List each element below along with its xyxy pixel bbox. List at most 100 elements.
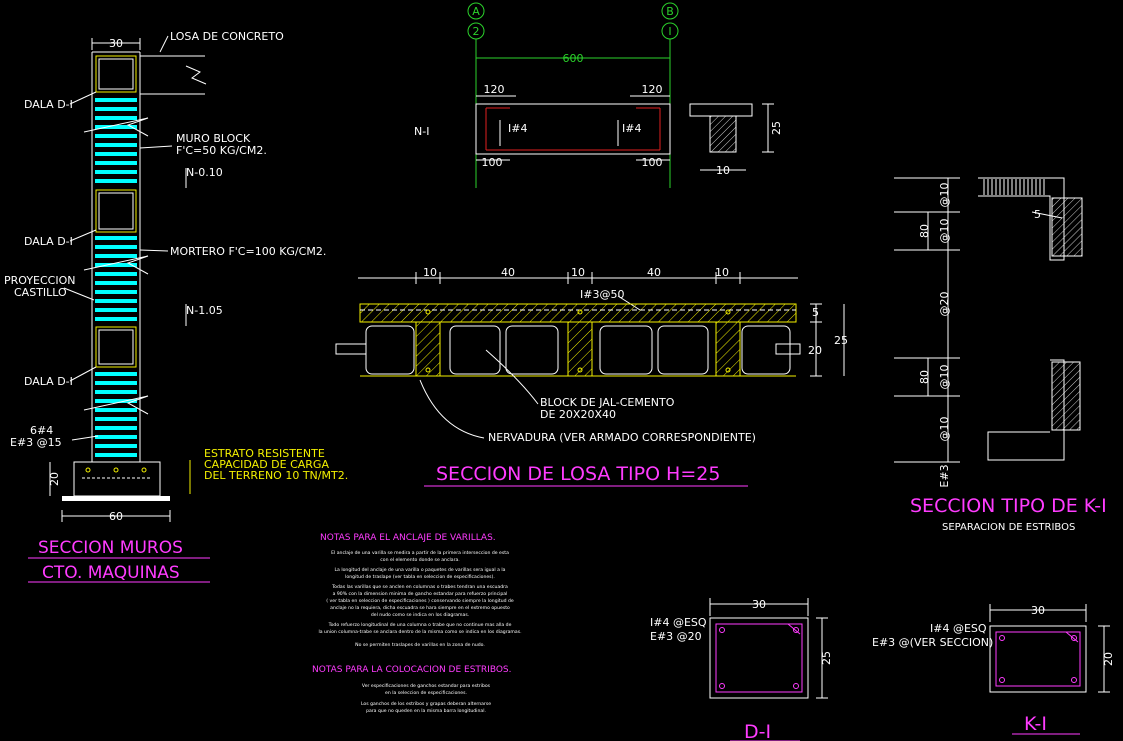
note-2-line-1: La longitud del anclaje de una varilla o… (335, 567, 506, 573)
k1-height: 20 (1102, 652, 1115, 666)
mortar-band (95, 245, 137, 249)
mortar-band (95, 390, 137, 394)
dala-label-2: DALA D-I (24, 235, 73, 248)
dala-label-1: DALA D-I (24, 98, 73, 111)
mortar-band (95, 170, 137, 174)
mortar-band (95, 107, 137, 111)
d1-bars: I#4 @ESQ (650, 616, 707, 629)
k1-s6: @10 (938, 365, 951, 390)
mortar-band (95, 372, 137, 376)
n1-right-bar: I#4 (622, 122, 641, 135)
k1-s3: 80 (918, 224, 931, 238)
k1-s8: E#3 (938, 464, 951, 487)
n1-left-top: 120 (484, 83, 505, 96)
n1-right-top: 120 (642, 83, 663, 96)
slab-bar: I#3@50 (580, 288, 624, 301)
notes-title-1: NOTAS PARA EL ANCLAJE DE VARILLAS. (320, 533, 496, 543)
note-4-line-1: Todo refuerzo longitudinal de una column… (328, 622, 512, 628)
note-3-line-1: Todas las varillas que se anclen en colu… (331, 584, 508, 590)
d1-stirrups: E#3 @20 (650, 630, 702, 643)
d1-detail: 30 25 I#4 @ESQ E#3 @20 D-I (650, 598, 833, 741)
mortar-band (95, 426, 137, 430)
note-3-line-3: ( ver tabla en seleccion de especificaci… (326, 598, 514, 604)
slab-section: 10 40 10 40 10 I#3@50 5 (335, 266, 848, 487)
n1-elevation: A 2 B I 600 120 120 100 100 I#4 I#4 N-I (414, 2, 783, 188)
estrato-label-2: CAPACIDAD DE CARGA (204, 458, 329, 471)
mortar-band (95, 381, 137, 385)
k1-s7: @10 (938, 417, 951, 442)
note-4-line-2: la union columna-trabe se anclara dentro… (318, 629, 521, 635)
block-label-2: DE 20X20X40 (540, 408, 616, 421)
mortar-band (95, 317, 137, 321)
k1-top-stripes (983, 179, 1045, 195)
note-1-line-1: El anclaje de una varilla se medira a pa… (331, 550, 509, 556)
note-2-line-2: longitud de traslape (ver tabla en selec… (345, 574, 495, 580)
n1-label: N-I (414, 125, 429, 138)
mortar-band (95, 435, 137, 439)
mortar-band (95, 152, 137, 156)
block-label-1: BLOCK DE JAL-CEMENTO (540, 396, 675, 409)
d1-title: D-I (744, 721, 771, 741)
proyeccion-label-1: PROYECCION (4, 274, 76, 287)
proyeccion-label-2: CASTILLO (14, 286, 67, 299)
notes-title-2: NOTAS PARA LA COLOCACION DE ESTRIBOS. (312, 665, 512, 675)
walls-title-2: CTO. MAQUINAS (42, 563, 180, 583)
slab-d3: 10 (571, 266, 585, 279)
mortar-band (95, 290, 137, 294)
k1-s1: @10 (938, 183, 951, 208)
mortar-band (95, 134, 137, 138)
mortar-band (95, 299, 137, 303)
k1-section-title: SECCION TIPO DE K-I (910, 495, 1107, 517)
detail-height: 25 (770, 121, 783, 135)
note-6-line-1: Ver especificaciones de ganchos estandar… (362, 683, 491, 689)
mortar-band (95, 125, 137, 129)
notes: NOTAS PARA EL ANCLAJE DE VARILLAS. El an… (312, 533, 522, 714)
mortar-band (95, 254, 137, 258)
note-5-line-1: No se permiten traslapes de varillas en … (355, 642, 485, 648)
n1-right-bottom: 100 (642, 156, 663, 169)
k1-s4: @20 (938, 292, 951, 317)
mortar-band (95, 179, 137, 183)
dim-footing: 20 (48, 472, 61, 486)
dim-bottom: 60 (109, 510, 123, 523)
mortar-bands (95, 98, 137, 457)
mortar-band (95, 444, 137, 448)
slab-dim-ticks (415, 272, 741, 284)
note-3-line-5: del nudo como se indica en los diagramas… (371, 612, 469, 618)
wall-section: 30 LOSA DE CONCRETO 20 60 DALA D-I (4, 30, 348, 583)
note-6-line-2: en la seleccion de especificaciones. (385, 690, 467, 696)
k1-title: K-I (1024, 713, 1047, 735)
slab-d2: 40 (501, 266, 515, 279)
axis-a-bottom: 2 (473, 25, 480, 38)
estrato-label-3: DEL TERRENO 10 TN/MT2. (204, 469, 348, 482)
note-1-line-2: con el elemento donde se anclara. (380, 557, 460, 563)
rebar-label-1: 6#4 (30, 424, 53, 437)
note-7-line-2: para que no queden en la misma barra lon… (366, 708, 486, 714)
d1-height: 25 (820, 651, 833, 665)
k1-bars: I#4 @ESQ (930, 622, 987, 635)
slab-h1: 5 (812, 306, 819, 319)
estrato-label-1: ESTRATO RESISTENTE (204, 447, 325, 460)
axis-b-bottom: I (668, 25, 671, 38)
note-7-line-1: Los ganchos de los estribos y grapas deb… (361, 701, 491, 707)
rebar-label-2: E#3 @15 (10, 436, 62, 449)
k1-stirrup-section: @10 @10 80 @20 80 @10 @10 E#3 5 SECCION … (894, 177, 1107, 533)
mortar-band (95, 161, 137, 165)
mortar-band (95, 417, 137, 421)
slab-d4: 40 (647, 266, 661, 279)
k1-s5: 80 (918, 370, 931, 384)
mortar-band (95, 399, 137, 403)
muro-label-2: F'C=50 KG/CM2. (176, 144, 267, 157)
d1-width: 30 (752, 598, 766, 611)
mortar-band (95, 281, 137, 285)
k1-s2: @10 (938, 219, 951, 244)
nervadura-label: NERVADURA (VER ARMADO CORRESPONDIENTE) (488, 431, 756, 444)
n1-left-bar: I#4 (508, 122, 527, 135)
note-3-line-4: anclaje no la requiera, dicha escuadra s… (330, 605, 510, 611)
mortar-band (95, 453, 137, 457)
axis-a-top: A (472, 5, 480, 18)
k1-width: 30 (1031, 604, 1045, 617)
mortero-label: MORTERO F'C=100 KG/CM2. (170, 245, 326, 258)
n1-left-bottom: 100 (482, 156, 503, 169)
mortar-band (95, 408, 137, 412)
